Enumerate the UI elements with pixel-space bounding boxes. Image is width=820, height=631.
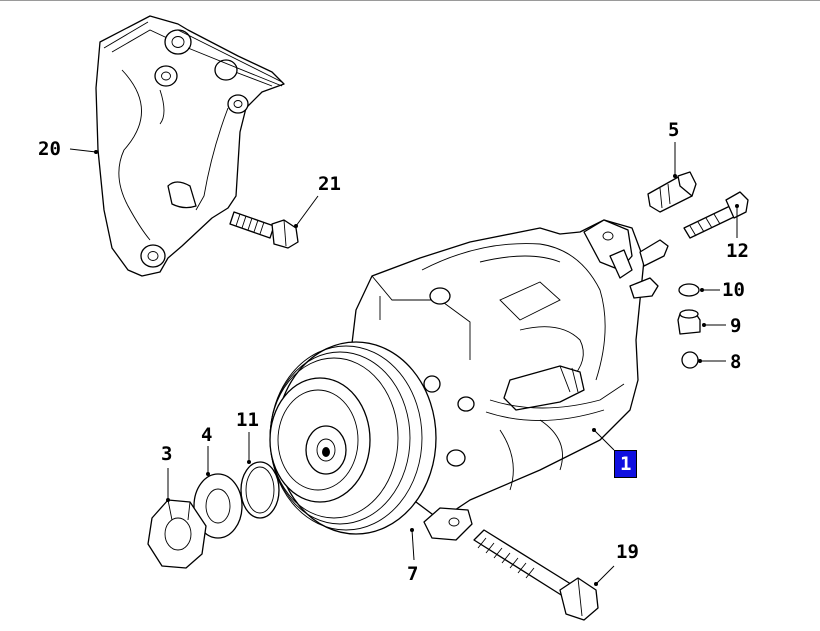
callout-1-highlighted[interactable]: 1: [614, 450, 638, 478]
nut-part-3[interactable]: [147, 499, 207, 569]
callout-11[interactable]: 11: [236, 409, 259, 431]
o-ring-part-11[interactable]: [240, 461, 280, 519]
callout-4[interactable]: 4: [201, 424, 213, 446]
bolt-part-19[interactable]: [473, 529, 599, 621]
callout-5[interactable]: 5: [668, 119, 680, 141]
top-border: [0, 0, 820, 1]
o-ring-part-8[interactable]: [681, 351, 699, 369]
callout-8[interactable]: 8: [730, 351, 742, 373]
leader-lines: [69, 142, 739, 586]
washer-part-4[interactable]: [193, 473, 243, 539]
bolt-part-12[interactable]: [683, 191, 749, 239]
callout-20[interactable]: 20: [38, 138, 61, 160]
callout-12[interactable]: 12: [726, 240, 749, 262]
callout-3[interactable]: 3: [161, 443, 173, 465]
plug-part-9[interactable]: [677, 309, 701, 335]
callout-21[interactable]: 21: [318, 173, 341, 195]
sensor-part-5[interactable]: [647, 171, 697, 213]
callout-19[interactable]: 19: [616, 541, 639, 563]
bolt-part-21[interactable]: [229, 211, 299, 249]
callout-10[interactable]: 10: [722, 279, 745, 301]
bracket-part-20[interactable]: [95, 15, 285, 277]
o-ring-part-10[interactable]: [678, 283, 700, 297]
pulley-part-7[interactable]: [269, 341, 437, 535]
callout-9[interactable]: 9: [730, 315, 742, 337]
callout-7[interactable]: 7: [407, 563, 419, 585]
